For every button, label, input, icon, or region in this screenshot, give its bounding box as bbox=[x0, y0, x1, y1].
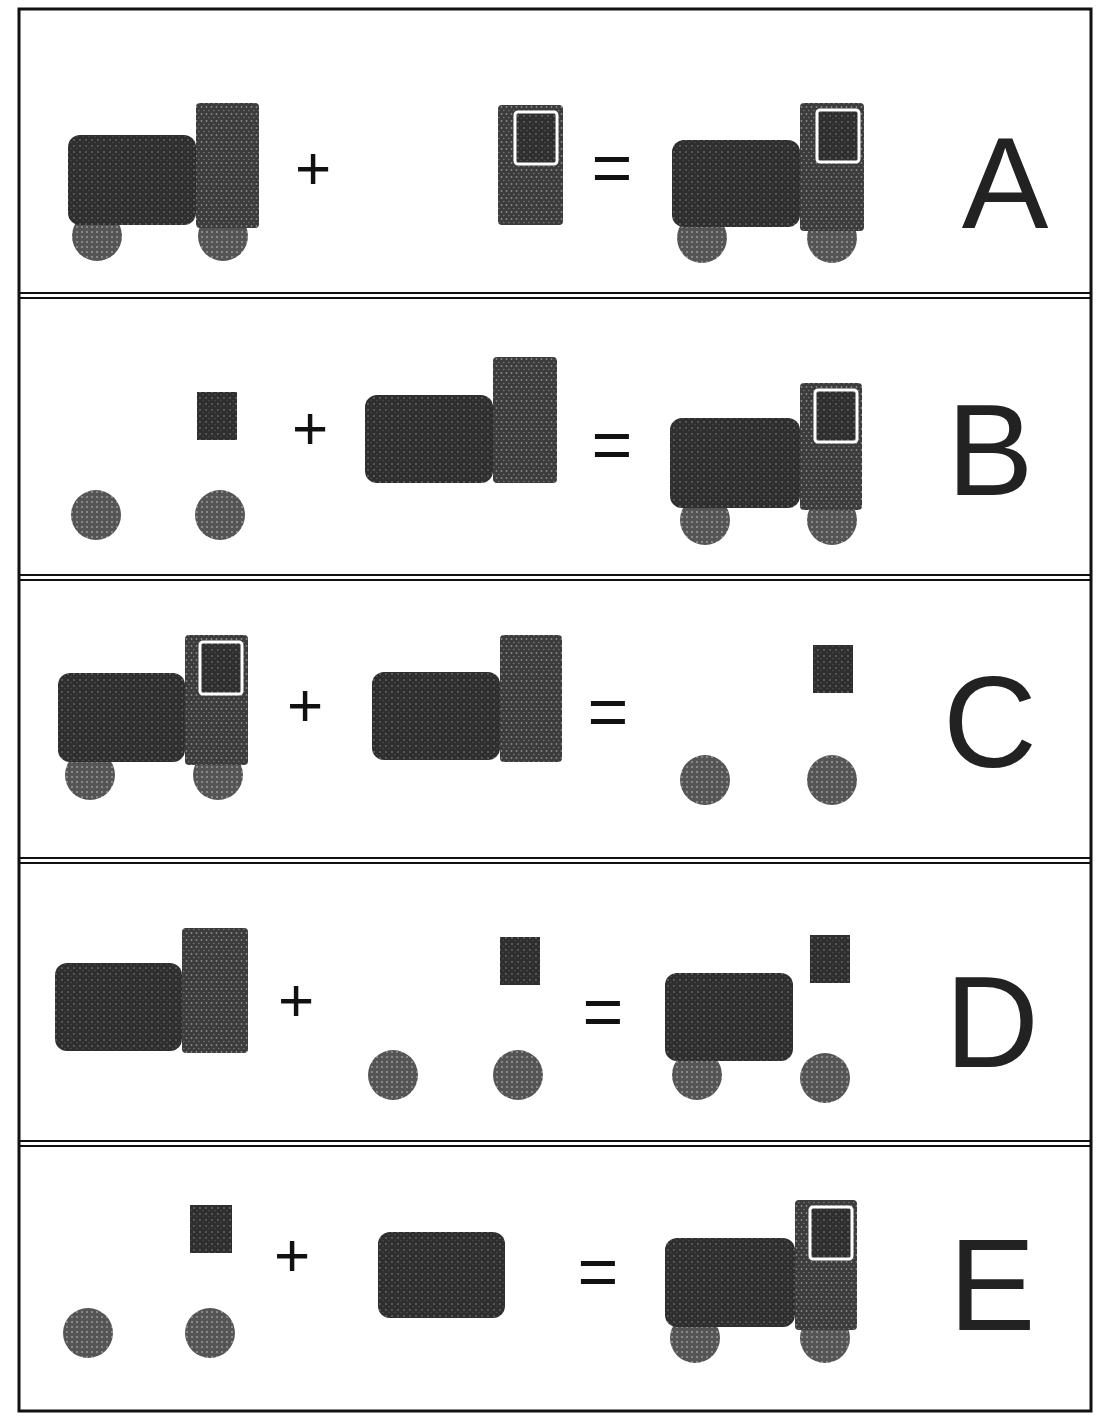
plus-sign: + bbox=[287, 674, 323, 736]
option-letter: C bbox=[943, 657, 1037, 787]
equals-sign: = bbox=[578, 1237, 619, 1307]
equals-sign: = bbox=[588, 677, 629, 747]
plus-sign: + bbox=[292, 397, 328, 459]
truck-parts-e bbox=[63, 1200, 857, 1363]
option-letter: B bbox=[947, 385, 1034, 515]
truck-parts-a bbox=[68, 103, 864, 263]
equals-sign: = bbox=[592, 410, 633, 480]
equals-sign: = bbox=[583, 977, 624, 1047]
option-letter: D bbox=[945, 957, 1039, 1087]
truck-parts-c bbox=[58, 635, 857, 805]
plus-sign: + bbox=[274, 1224, 310, 1286]
truck-parts-b bbox=[71, 357, 862, 545]
panel-dividers bbox=[19, 293, 1091, 1146]
truck-parts-d bbox=[55, 928, 850, 1103]
outer-frame bbox=[19, 9, 1091, 1411]
option-letter: A bbox=[962, 118, 1049, 248]
plus-sign: + bbox=[278, 969, 314, 1031]
option-letter: E bbox=[949, 1220, 1036, 1350]
plus-sign: + bbox=[295, 137, 331, 199]
equals-sign: = bbox=[592, 133, 633, 203]
